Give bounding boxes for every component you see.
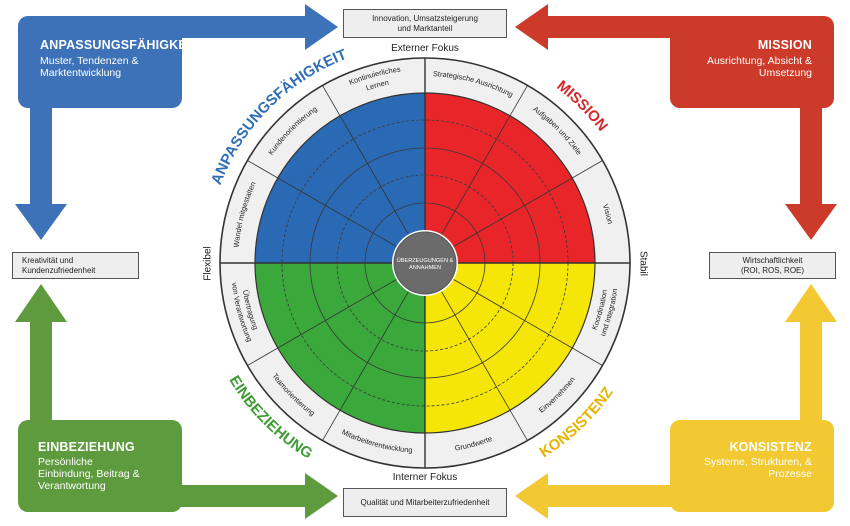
involvement-box-line: Verantwortung	[38, 480, 106, 492]
axis-label-internal: Interner Fokus	[392, 472, 458, 483]
wheel-spoke	[247, 278, 399, 366]
mission-box-subtitle: Ausrichtung, Absicht & Umsetzung	[707, 55, 812, 79]
axis-label-stable: Stabil	[637, 250, 649, 276]
mission-box-line: Umsetzung	[758, 67, 812, 79]
info-line: Kundenzufriedenheit	[22, 265, 96, 275]
mission-box-title: MISSION	[757, 38, 812, 52]
involvement-box-line: Einbindung, Beitrag &	[38, 468, 140, 480]
info-line: und Marktanteil	[397, 23, 453, 33]
arrow-adaptability	[15, 4, 338, 240]
info-line: Wirtschaftlichkeit	[742, 255, 803, 265]
adaptability-box-subtitle: Muster, Tendenzen & Marktentwicklung	[40, 55, 138, 79]
mission-box-line: Ausrichtung, Absicht &	[706, 55, 812, 67]
consistency-box-subtitle: Systeme, Strukturen, & Prozesse	[704, 456, 812, 480]
wheel-spoke	[247, 160, 399, 248]
arrow-involvement	[15, 284, 338, 519]
center-circle	[393, 231, 457, 295]
info-box-bottom: Qualität und Mitarbeiterzufriedenheit	[343, 488, 507, 517]
center-label: ÜBERZEUGUNGEN &	[397, 257, 454, 264]
involvement-box-title: EINBEZIEHUNG	[38, 440, 135, 454]
involvement-box-line: Persönliche	[38, 456, 93, 468]
axis-label-flexible: Flexibel	[202, 246, 214, 281]
adaptability-box-line: Marktentwicklung	[40, 67, 122, 79]
wheel-spoke	[451, 160, 603, 248]
wheel-spoke	[440, 85, 528, 237]
involvement-box-subtitle: Persönliche Einbindung, Beitrag & Verant…	[38, 456, 140, 492]
info-box-top: Innovation, Umsatzsteigerung und Marktan…	[343, 9, 507, 38]
info-box-right: Wirtschaftlichkeit (ROI, ROS, ROE)	[709, 252, 836, 279]
info-line: Kreativität und	[22, 255, 74, 265]
info-line: (ROI, ROS, ROE)	[740, 265, 805, 275]
info-box-left: Kreativität und Kundenzufriedenheit	[12, 252, 139, 279]
wheel-spoke	[451, 278, 603, 366]
arrow-consistency	[515, 284, 837, 519]
consistency-box-line: Prozesse	[768, 468, 812, 480]
arrow-mission	[515, 4, 837, 240]
consistency-box-line: Systeme, Strukturen, &	[704, 456, 812, 468]
wheel-spoke	[322, 85, 410, 237]
axis-label-external: Externer Fokus	[391, 43, 459, 54]
center-label: ANNAHMEN	[409, 265, 441, 271]
adaptability-box-line: Muster, Tendenzen &	[40, 55, 139, 67]
wheel-spoke	[322, 289, 410, 441]
info-line: Qualität und Mitarbeiterzufriedenheit	[360, 497, 490, 507]
consistency-box-title: KONSISTENZ	[729, 440, 812, 454]
adaptability-box-title: ANPASSUNGSFÄHIGKEIT	[40, 38, 199, 52]
wheel-spoke	[440, 289, 528, 441]
info-line: Innovation, Umsatzsteigerung	[372, 13, 478, 23]
